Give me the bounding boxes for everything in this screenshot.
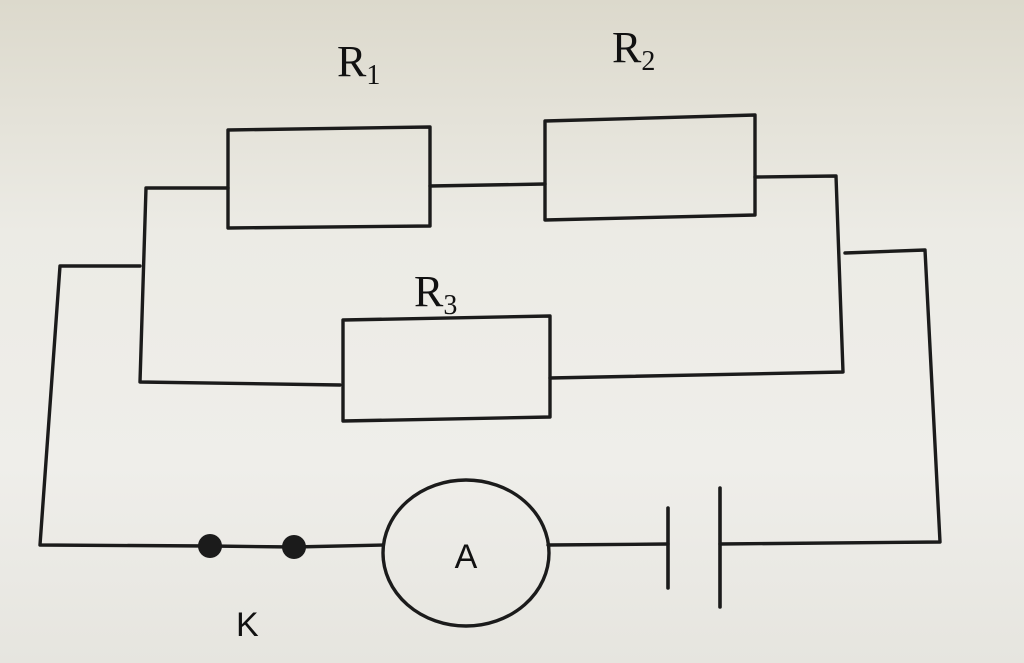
wire-r2-right	[548, 174, 845, 380]
switch-label: K	[236, 606, 259, 644]
ammeter: A	[381, 478, 551, 628]
resistor-r3: R3	[341, 267, 552, 423]
switch-lever	[208, 544, 296, 549]
switch-contact-right	[282, 535, 306, 559]
wires	[38, 174, 942, 549]
resistor-r1-body	[226, 125, 432, 230]
resistor-r3-body	[341, 314, 552, 423]
wire-ammeter-battery	[546, 542, 670, 547]
battery	[666, 486, 722, 609]
wire-r1-left	[138, 186, 342, 387]
resistor-r2: R2	[543, 23, 757, 222]
resistor-r1: R1	[226, 37, 432, 230]
ammeter-label: A	[455, 538, 478, 576]
resistor-r1-label: R1	[337, 37, 380, 91]
wire-switch-ammeter	[292, 543, 385, 549]
switch-contact-left	[198, 534, 222, 558]
resistor-r2-label: R2	[612, 23, 655, 77]
wire-outer-left	[38, 264, 212, 548]
wire-r1-r2	[428, 182, 547, 188]
resistor-r2-body	[543, 113, 757, 222]
resistor-r3-label: R3	[414, 267, 457, 321]
ammeter-circle	[381, 478, 551, 628]
switch-k: K	[198, 534, 306, 644]
wire-battery-right	[718, 248, 942, 546]
